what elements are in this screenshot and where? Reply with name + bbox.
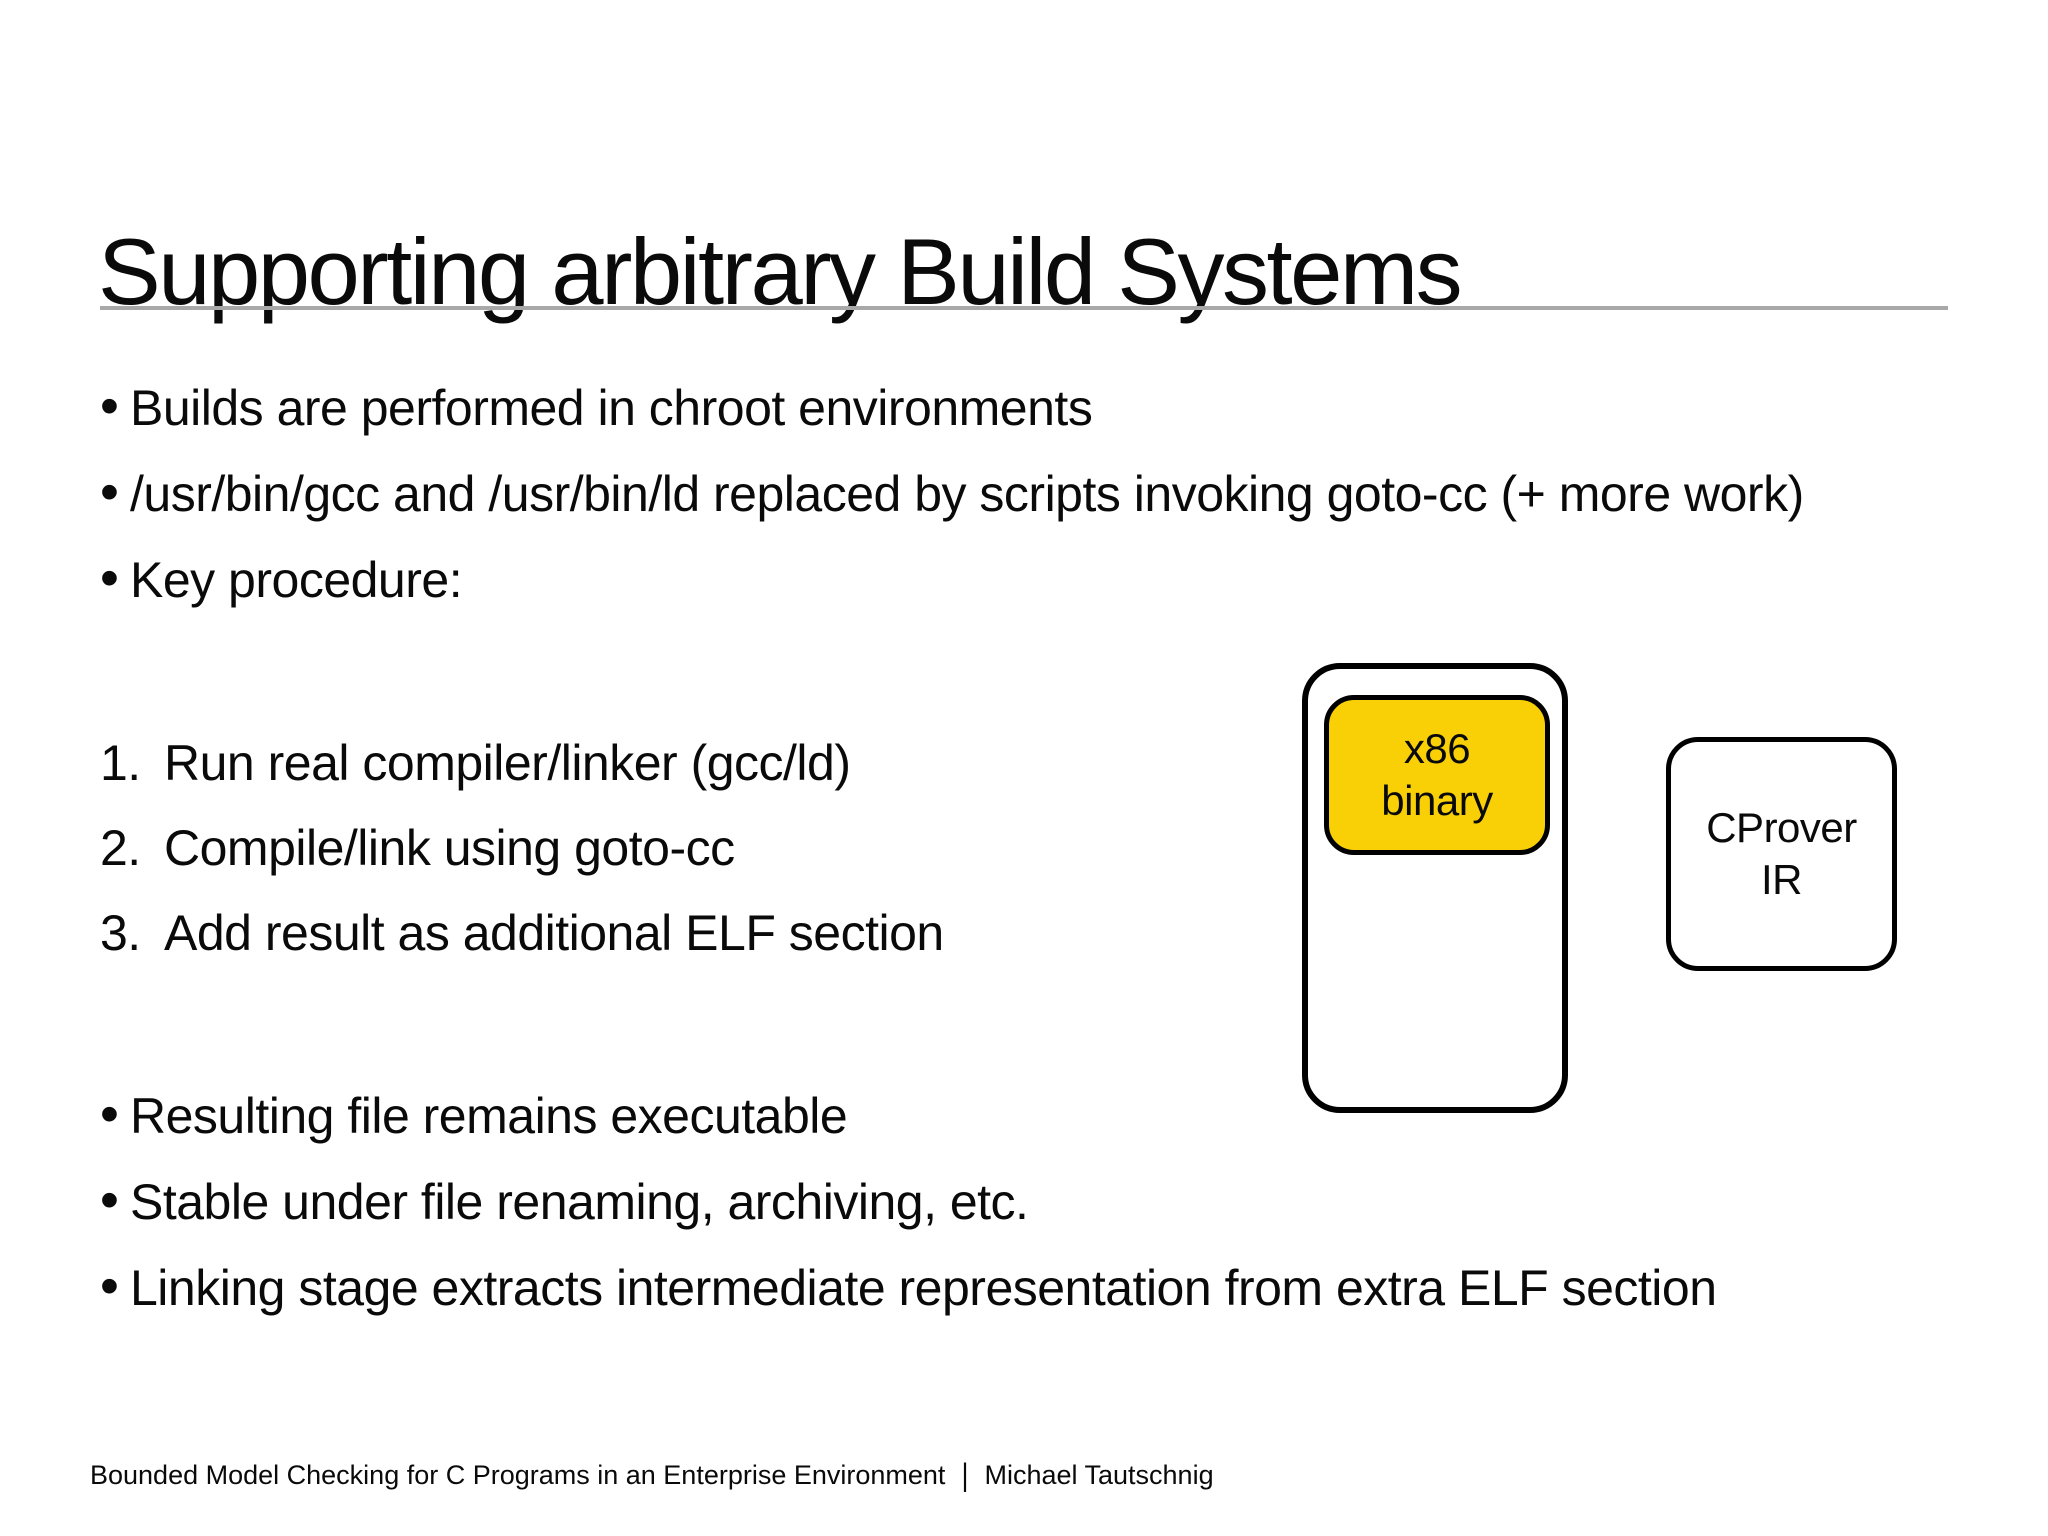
step-text: Run real compiler/linker (gcc/ld) <box>164 735 851 791</box>
bullet-item: Resulting file remains executable <box>0 1084 1717 1146</box>
step-number: 2. <box>100 820 141 876</box>
slide-footer: Bounded Model Checking for C Programs in… <box>90 1455 1214 1495</box>
bottom-bullet-list: Resulting file remains executable Stable… <box>0 1084 1717 1318</box>
slide-title: Supporting arbitrary Build Systems <box>98 218 1463 324</box>
step-item: 2. Compile/link using goto-cc <box>0 818 944 878</box>
step-item: 3. Add result as additional ELF section <box>0 903 944 963</box>
top-bullet-list: Builds are performed in chroot environme… <box>0 376 1804 610</box>
x86-binary-label-line1: x86 <box>1403 725 1471 772</box>
bullet-item: /usr/bin/gcc and /usr/bin/ld replaced by… <box>0 462 1804 524</box>
bullet-item: Key procedure: <box>0 548 1804 610</box>
x86-binary-label-line2: binary <box>1381 777 1493 824</box>
step-item: 1. Run real compiler/linker (gcc/ld) <box>0 733 944 793</box>
footer-author: Michael Tautschnig <box>984 1460 1214 1490</box>
cprover-ir-box: CProver IR <box>1666 737 1897 971</box>
step-number: 1. <box>100 735 141 791</box>
step-text: Add result as additional ELF section <box>164 905 944 961</box>
bullet-item: Builds are performed in chroot environme… <box>0 376 1804 438</box>
bullet-item: Linking stage extracts intermediate repr… <box>0 1256 1717 1318</box>
elf-file-box: x86 binary <box>1302 663 1568 1113</box>
bullet-item: Stable under file renaming, archiving, e… <box>0 1170 1717 1232</box>
step-text: Compile/link using goto-cc <box>164 820 735 876</box>
x86-binary-box: x86 binary <box>1324 695 1550 855</box>
title-divider <box>100 306 1948 310</box>
footer-presentation-title: Bounded Model Checking for C Programs in… <box>90 1460 946 1490</box>
cprover-ir-label-line2: IR <box>1761 856 1803 903</box>
step-number: 3. <box>100 905 141 961</box>
procedure-step-list: 1. Run real compiler/linker (gcc/ld) 2. … <box>0 733 944 963</box>
cprover-ir-label-line1: CProver <box>1706 804 1857 851</box>
footer-separator: | <box>961 1457 969 1493</box>
